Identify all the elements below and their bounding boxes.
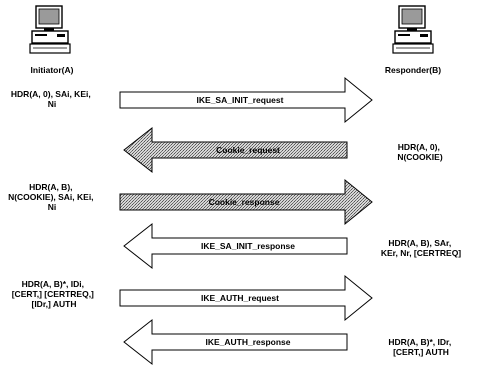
message-arrow — [123, 126, 348, 174]
responder-computer-icon — [392, 5, 434, 54]
message-arrow — [119, 274, 373, 322]
message-label: Cookie_response — [209, 197, 280, 207]
message-cookie-request: Cookie_request HDR(A, 0), N(COOKIE) — [123, 126, 443, 174]
message-params: HDR(A, B)*, IDi, [CERT,] [CERTREQ,] [IDr… — [12, 279, 97, 309]
message-label: IKE_AUTH_response — [205, 337, 290, 347]
message-label: Cookie_request — [216, 145, 280, 155]
message-params: HDR(A, B), N(COOKIE), SAi, KEi, Ni — [8, 182, 96, 212]
message-ike-auth-request: IKE_AUTH_request HDR(A, B)*, IDi, [CERT,… — [12, 274, 373, 322]
message-label: IKE_SA_INIT_request — [197, 95, 284, 105]
message-ike-sa-init-request: IKE_SA_INIT_request HDR(A, 0), SAi, KEi,… — [11, 76, 373, 124]
message-arrow — [123, 222, 348, 270]
message-cookie-response: Cookie_response HDR(A, B), N(COOKIE), SA… — [8, 178, 373, 226]
message-arrow — [123, 318, 348, 366]
message-label: IKE_SA_INIT_response — [201, 241, 295, 251]
message-params: HDR(A, 0), N(COOKIE) — [397, 142, 443, 162]
message-arrow — [119, 76, 373, 124]
initiator-computer-icon — [29, 5, 71, 54]
responder-label: Responder(B) — [385, 65, 441, 75]
message-label: IKE_AUTH_request — [201, 293, 279, 303]
message-params: HDR(A, B)*, IDr, [CERT,] AUTH — [388, 337, 453, 357]
message-params: HDR(A, B), SAr, KEr, Nr, [CERTREQ] — [381, 238, 461, 258]
message-ike-sa-init-response: IKE_SA_INIT_response HDR(A, B), SAr, KEr… — [123, 222, 461, 270]
message-params: HDR(A, 0), SAi, KEi, Ni — [11, 89, 93, 109]
message-ike-auth-response: IKE_AUTH_response HDR(A, B)*, IDr, [CERT… — [123, 318, 453, 366]
initiator-label: Initiator(A) — [31, 65, 74, 75]
message-arrow — [119, 178, 373, 226]
